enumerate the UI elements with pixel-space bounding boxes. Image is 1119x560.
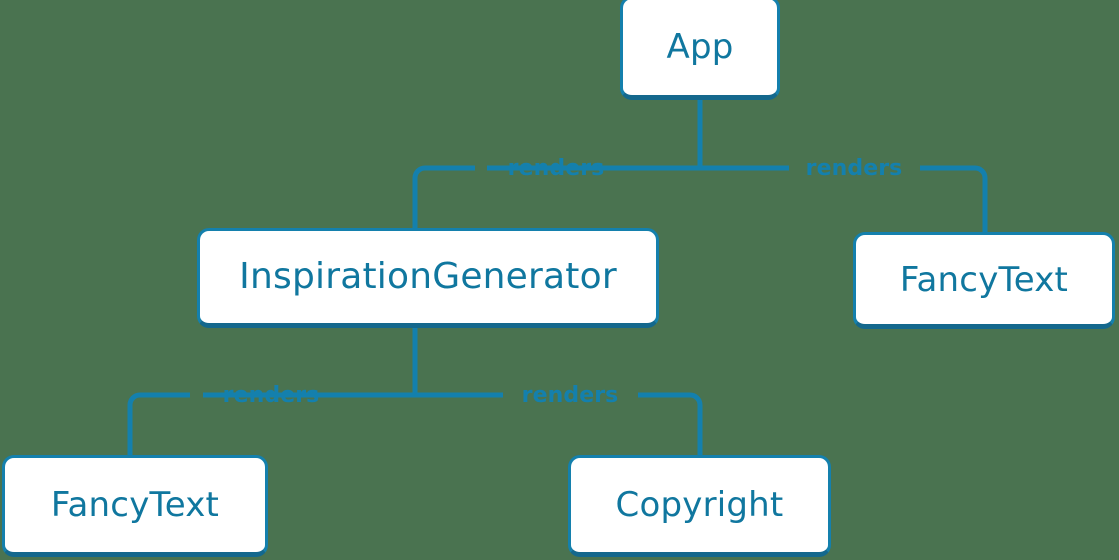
edge-inspgen-to-copyright	[638, 392, 703, 455]
edge-label-app-to-fancy-right: renders	[805, 156, 903, 181]
edge-app-to-inspgen	[412, 165, 475, 228]
node-copyright[interactable]: Copyright	[568, 455, 831, 557]
node-fancy-text-right[interactable]: FancyText	[853, 232, 1115, 329]
edge-label-inspgen-to-fancy-left: renders	[222, 383, 320, 408]
edge-label-inspgen-to-copyright: renders	[521, 383, 619, 408]
node-fancy-text-left[interactable]: FancyText	[2, 455, 268, 557]
edge-label-app-to-inspgen: renders	[507, 156, 605, 181]
node-app-label: App	[666, 27, 734, 67]
node-fancy-text-left-label: FancyText	[50, 485, 220, 525]
node-inspiration-generator-label: InspirationGenerator	[239, 256, 617, 297]
edge-inspgen-to-fancy-left	[127, 392, 190, 455]
node-copyright-label: Copyright	[615, 485, 784, 525]
node-inspiration-generator[interactable]: InspirationGenerator	[197, 228, 659, 328]
edge-app-to-fancy-right	[920, 165, 988, 232]
node-app[interactable]: App	[620, 0, 780, 100]
node-fancy-text-right-label: FancyText	[899, 259, 1069, 300]
